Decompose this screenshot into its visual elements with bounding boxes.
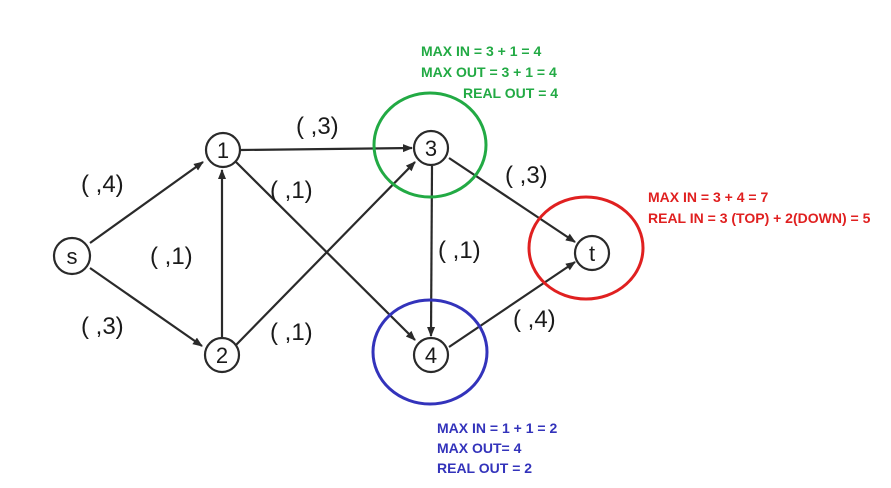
node-4-label: 4	[425, 343, 437, 368]
edge-label-4-t: ( ,4)	[513, 306, 556, 333]
annotation-node-3-line3: REAL OUT = 4	[463, 85, 558, 101]
node-s-label: s	[67, 244, 78, 269]
node-t: t	[573, 234, 611, 272]
edge-label-3-4: ( ,1)	[438, 237, 481, 264]
edge-label-2-1: ( ,1)	[150, 243, 193, 270]
highlight-circle-node-t	[527, 195, 645, 301]
node-s: s	[52, 236, 92, 276]
edge-3-4	[427, 165, 436, 337]
node-3-label: 3	[425, 136, 437, 161]
edge-s-2	[89, 267, 203, 347]
edge-label-1-3: ( ,3)	[296, 113, 339, 140]
highlight-circle-node-4	[371, 298, 489, 406]
edge-3-t	[448, 157, 576, 243]
edge-2-3	[235, 161, 416, 346]
annotation-node-3: MAX IN = 3 + 1 = 4 MAX OUT = 3 + 1 = 4 R…	[421, 43, 558, 101]
node-1: 1	[204, 131, 242, 169]
annotation-node-t: MAX IN = 3 + 4 = 7 REAL IN = 3 (TOP) + 2…	[648, 189, 871, 226]
edge-label-2-3: ( ,1)	[270, 319, 313, 346]
node-1-label: 1	[217, 138, 229, 163]
annotation-node-4-line1: MAX IN = 1 + 1 = 2	[437, 420, 557, 436]
edge-s-1	[89, 161, 204, 244]
node-2-label: 2	[216, 343, 228, 368]
edges	[89, 144, 576, 348]
annotation-node-3-line1: MAX IN = 3 + 1 = 4	[421, 43, 541, 59]
edge-1-4	[235, 161, 416, 341]
edge-4-t	[448, 261, 576, 348]
highlight-circle-node-3	[372, 91, 488, 199]
node-3: 3	[412, 129, 450, 167]
annotation-node-4-line3: REAL OUT = 2	[437, 460, 532, 476]
node-4: 4	[412, 336, 450, 374]
node-t-label: t	[589, 241, 595, 266]
edge-label-3-t: ( ,3)	[505, 162, 548, 189]
edge-label-s-2: ( ,3)	[81, 313, 124, 340]
edge-1-3	[240, 144, 413, 153]
edge-label-s-1: ( ,4)	[81, 171, 124, 198]
annotation-node-4-line2: MAX OUT= 4	[437, 440, 522, 456]
node-2: 2	[203, 336, 241, 374]
annotation-node-t-line1: MAX IN = 3 + 4 = 7	[648, 189, 768, 205]
edge-label-1-4: ( ,1)	[270, 177, 313, 204]
annotation-node-3-line2: MAX OUT = 3 + 1 = 4	[421, 64, 557, 80]
annotation-node-t-line2: REAL IN = 3 (TOP) + 2(DOWN) = 5	[648, 210, 871, 226]
annotation-node-4: MAX IN = 1 + 1 = 2 MAX OUT= 4 REAL OUT =…	[437, 420, 557, 476]
